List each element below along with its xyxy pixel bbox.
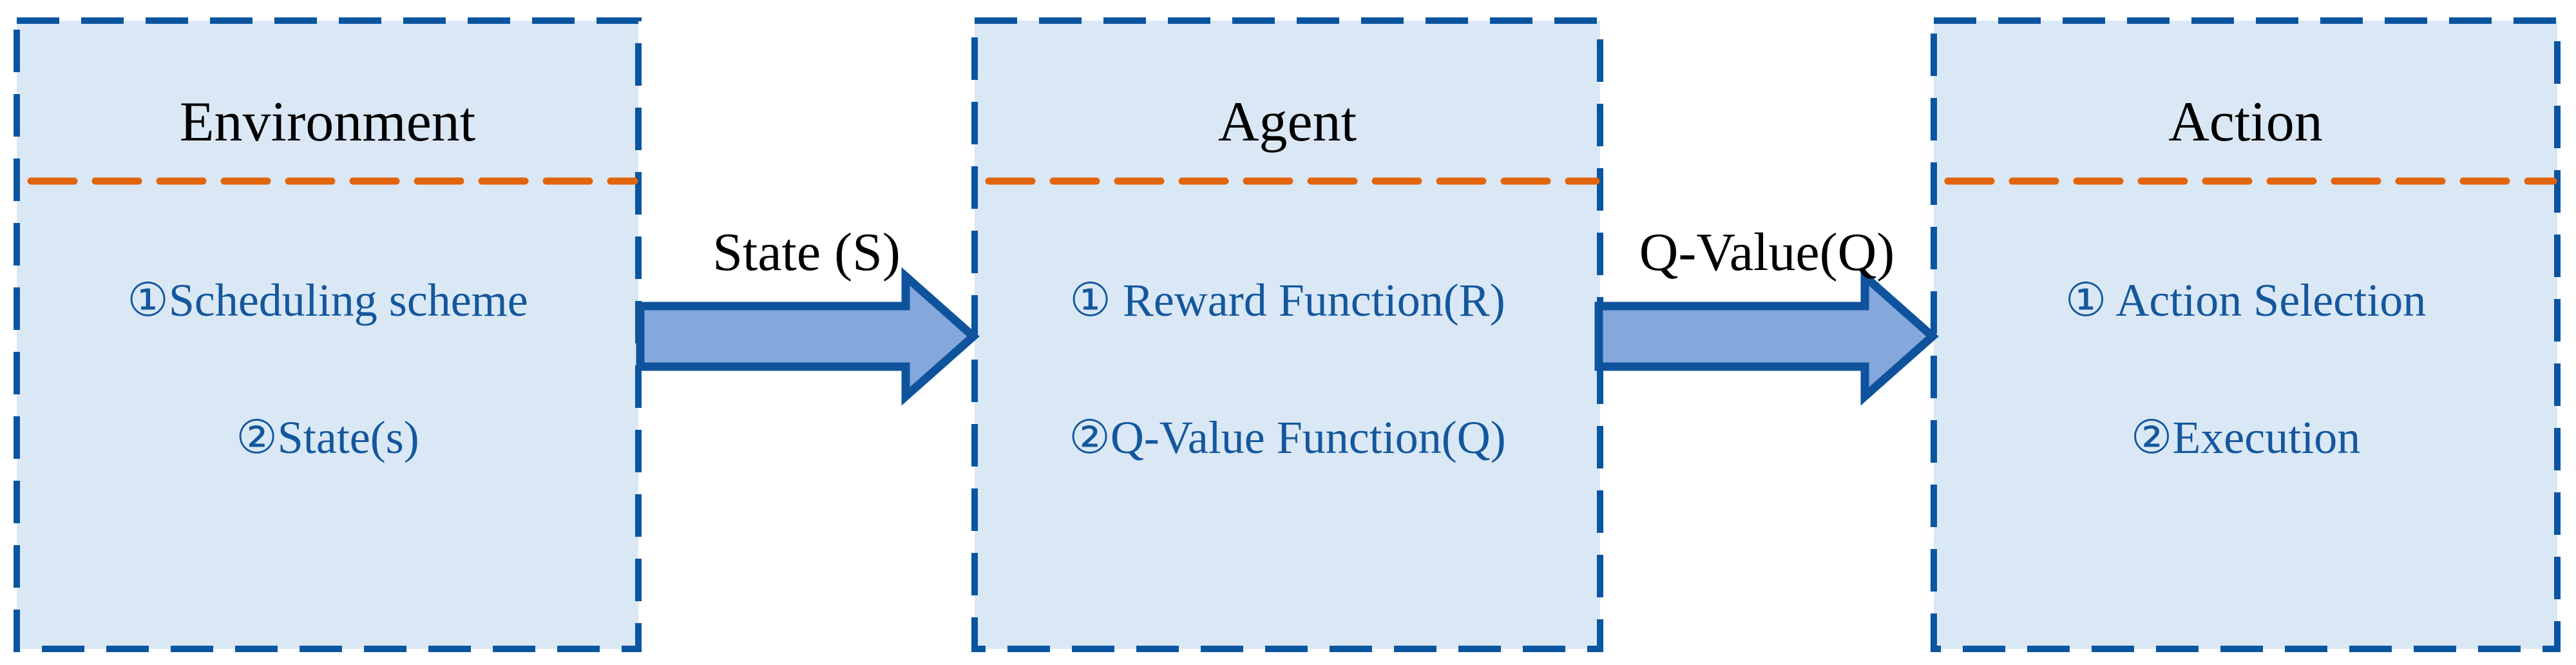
agent-item-reward-function: ① Reward Function(R): [1069, 275, 1505, 326]
state-arrow-label: State (S): [712, 222, 901, 282]
action-title: Action: [2168, 91, 2323, 153]
qvalue-arrow-label: Q-Value(Q): [1639, 222, 1895, 282]
environment-item-state: ②State(s): [236, 412, 419, 463]
agent-title: Agent: [1217, 91, 1357, 153]
agent-item-qvalue-function: ②Q-Value Function(Q): [1069, 412, 1506, 463]
action-item-action-selection: ① Action Selection: [2065, 275, 2427, 326]
environment-title: Environment: [179, 91, 476, 153]
action-box: [1931, 17, 2561, 652]
action-item-execution: ②Execution: [2130, 412, 2361, 463]
agent-box: [971, 17, 1603, 652]
qvalue-arrow: [1594, 267, 1939, 406]
environment-box: [14, 17, 642, 652]
state-arrow: [636, 267, 980, 406]
environment-item-scheduling-scheme: ①Scheduling scheme: [127, 275, 528, 326]
